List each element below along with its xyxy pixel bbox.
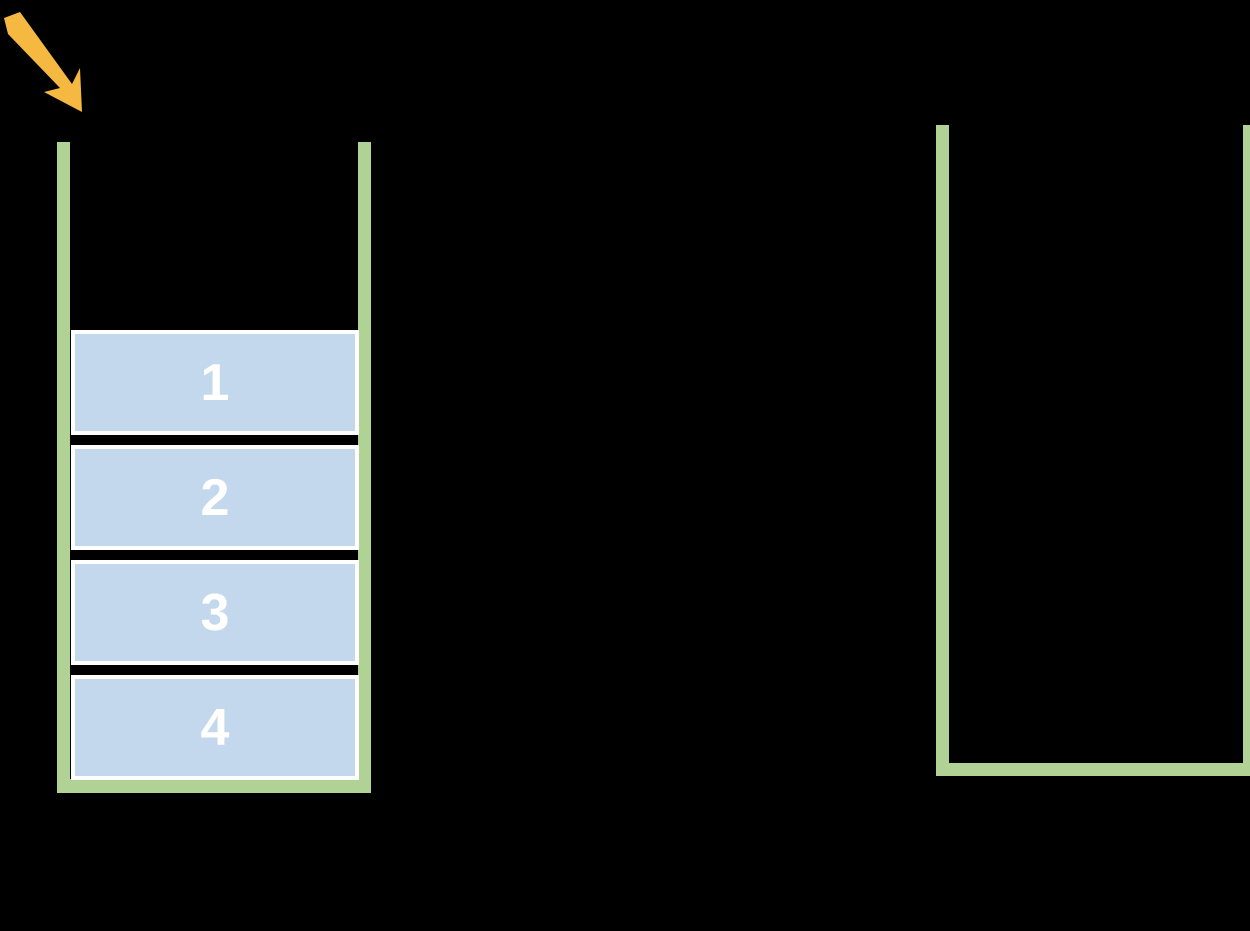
stack-item[interactable]: 4 [71,675,359,780]
arrow-down-right-icon [0,12,100,122]
arrow-shape [4,12,82,112]
source-stack-container[interactable] [57,142,371,793]
stack-item[interactable]: 2 [71,445,359,550]
stack-item[interactable]: 3 [71,560,359,665]
stack-item[interactable]: 1 [71,330,359,435]
source-stack-items: 1 2 3 4 [71,318,359,780]
target-stack-container[interactable] [936,125,1250,776]
target-stack-items [949,138,1243,763]
